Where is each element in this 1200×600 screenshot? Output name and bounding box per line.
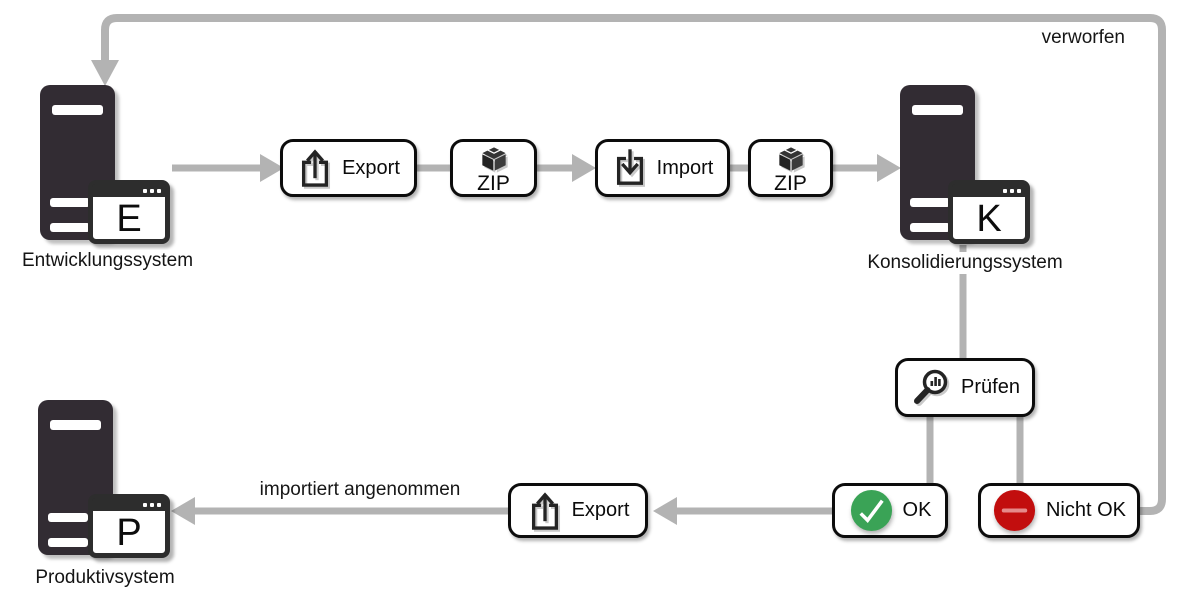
system-label: Konsolidierungssystem [845,252,1085,274]
process-nicht-ok: Nicht OK [978,483,1140,538]
edge-export-to-prod [171,497,508,525]
window-icon: P [88,494,170,558]
system-label: Entwicklungssystem [0,250,215,272]
arrowhead-left-icon [171,497,195,525]
server-slot [912,105,963,115]
process-zip-1: ZIP [450,139,537,197]
edge-dev-to-export [172,154,284,182]
edge-nicht-ok-verworfen-loop [91,14,1166,515]
arrowhead-left-icon [653,497,677,525]
edge-zip-to-import [537,154,596,182]
arrowhead-right-icon [877,154,901,182]
window-titlebar [92,498,166,511]
edge-label-verworfen: verworfen [1041,27,1125,48]
process-export-top: Export [280,139,417,197]
minus-circle-icon [992,488,1037,533]
arrowhead-down-icon [91,60,119,86]
server-slot [910,223,950,232]
server-slot [48,513,88,522]
package-icon [777,146,805,172]
server-slot [52,105,103,115]
edge-ok-to-export [653,497,832,525]
arrowhead-right-icon [260,154,284,182]
server-slot [50,420,101,430]
system-letter: E [116,197,142,240]
process-zip-2: ZIP [748,139,833,197]
window-titlebar [92,184,166,197]
process-export-bottom: Export [508,483,648,538]
export-icon [297,147,333,189]
check-circle-icon [849,488,894,533]
process-pruefen: Prüfen [895,358,1035,417]
server-slot [50,198,90,207]
server-slot [50,223,90,232]
system-letter: P [116,511,142,554]
process-label: Prüfen [961,376,1020,398]
process-label: OK [902,499,932,521]
system-letter: K [976,197,1002,240]
process-import: Import [595,139,730,197]
server-slot [48,538,88,547]
system-label: Produktivsystem [20,567,190,589]
process-label: ZIP [774,171,807,195]
process-label: Export [571,499,630,521]
edge-label-importiert-angenommen: importiert angenommen [259,479,461,500]
process-ok: OK [832,483,948,538]
window-icon: E [88,180,170,244]
process-label: Export [342,156,400,179]
magnifier-icon [910,367,952,409]
arrowhead-right-icon [572,154,596,182]
edge-zip-to-cons [833,154,901,182]
process-label: Import [656,156,714,179]
export-icon [527,490,563,532]
server-slot [910,198,950,207]
import-icon [612,147,648,189]
process-label: Nicht OK [1045,499,1127,521]
process-label: ZIP [477,171,510,195]
window-titlebar [952,184,1026,197]
package-icon [480,146,508,172]
window-icon: K [948,180,1030,244]
